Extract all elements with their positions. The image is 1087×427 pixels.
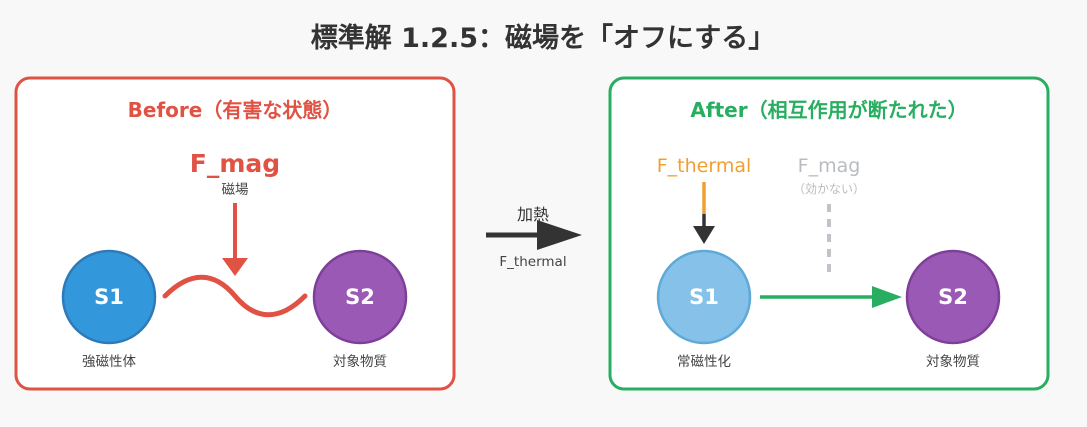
after-s1-caption: 常磁性化 <box>677 354 731 370</box>
after-s2-caption: 対象物質 <box>926 354 980 370</box>
transition-bottom-label: F_thermal <box>499 254 566 270</box>
after-field-label: F_mag <box>798 155 861 177</box>
before-field-arrow-head <box>222 258 248 276</box>
before-panel-title: Before（有害な状態） <box>128 98 343 122</box>
after-panel-title: After（相互作用が断たれた） <box>690 98 967 122</box>
after-s1-node <box>656 249 752 345</box>
before-interaction-wave <box>162 274 308 318</box>
before-s2-node <box>312 249 408 345</box>
after-thermal-arrow-head <box>693 226 715 244</box>
before-field-sublabel: 磁場 <box>222 182 249 198</box>
after-thermal-label: F_thermal <box>657 155 752 177</box>
after-field-sublabel: （効かない） <box>793 181 865 196</box>
before-s1-caption: 強磁性体 <box>82 354 136 370</box>
transition-arrow-head <box>537 220 582 250</box>
before-s2-caption: 対象物質 <box>333 354 387 370</box>
before-panel: Before（有害な状態） F_mag 磁場 S1 強磁性体 S2 対象物質 <box>14 76 456 391</box>
after-panel-frame <box>608 76 1050 391</box>
transition-top-label: 加熱 <box>517 205 549 224</box>
after-link-arrow-head <box>872 286 902 308</box>
before-s1-label: S1 <box>94 285 124 309</box>
transition-arrow: 加熱 F_thermal <box>486 205 582 270</box>
after-s2-label: S2 <box>938 285 968 309</box>
before-s1-node <box>61 249 157 345</box>
before-field-label: F_mag <box>190 149 280 178</box>
after-s1-label: S1 <box>689 285 719 309</box>
after-panel: After（相互作用が断たれた） F_thermal F_mag （効かない） … <box>608 76 1050 391</box>
after-s2-node <box>905 249 1001 345</box>
before-s2-label: S2 <box>345 285 375 309</box>
diagram-title: 標準解 1.2.5：磁場を「オフにする」 <box>311 22 776 54</box>
